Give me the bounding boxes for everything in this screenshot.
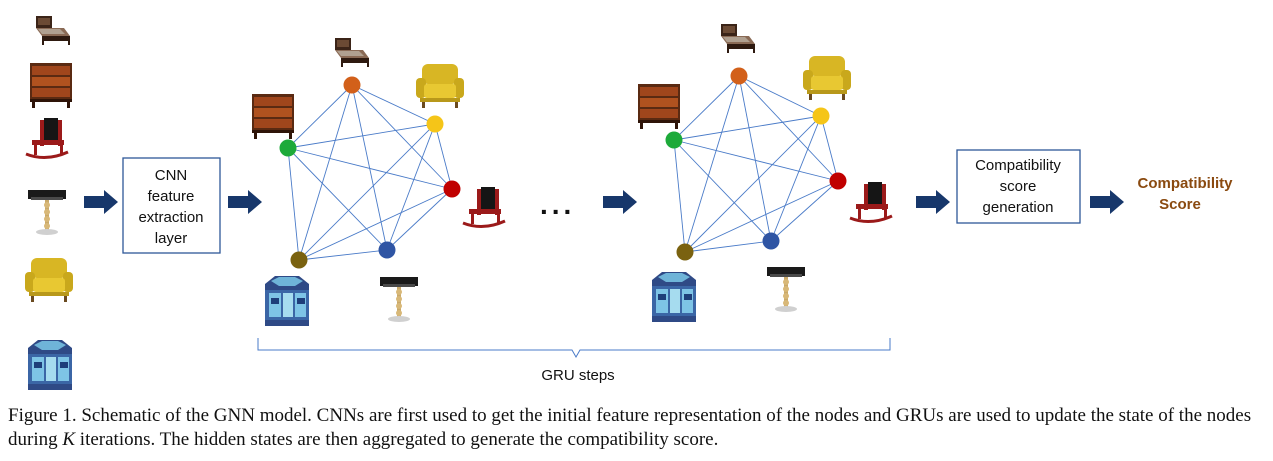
- graph2-edge: [820, 115, 839, 182]
- graph2-edge: [770, 180, 839, 242]
- graph1-edge: [351, 84, 436, 125]
- graph1-edge: [298, 123, 436, 261]
- graph1-edge: [434, 123, 453, 190]
- graph2-edge: [684, 180, 839, 253]
- graph1-edge: [351, 84, 453, 190]
- graph1-edge: [287, 147, 300, 261]
- graph2-node-yellow: [812, 107, 830, 125]
- bed-icon: [36, 16, 70, 45]
- arrow-to-generation: [916, 190, 950, 214]
- graph1-nodes: [279, 76, 461, 269]
- compatibility-score-line1: Compatibility: [1137, 175, 1233, 192]
- graph1-edge: [287, 147, 453, 190]
- figure-caption: Figure 1. Schematic of the GNN model. CN…: [8, 404, 1268, 452]
- graph1-edge: [287, 123, 436, 149]
- graph1-edge: [287, 84, 353, 149]
- graph-step-1: [279, 76, 461, 269]
- graph2-edge: [684, 75, 740, 253]
- generation-box-line1: Compatibility: [975, 157, 1061, 174]
- graph2-edge: [673, 75, 740, 141]
- graph1-edge: [351, 84, 388, 251]
- graph1-rocking-chair-icon: [461, 185, 507, 229]
- side-table-icon: [28, 340, 72, 390]
- graph2-rocking-chair-icon: [848, 180, 894, 224]
- arrow-to-score: [1090, 190, 1124, 214]
- graph2-node-olive: [676, 243, 694, 261]
- graph2-armchair-icon: [803, 56, 851, 100]
- graph-step-k: [665, 67, 847, 261]
- graph2-node-red: [829, 172, 847, 190]
- compatibility-score-line2: Score: [1159, 196, 1201, 213]
- gnn-schematic: CNN feature extraction layer ... Compati…: [24, 16, 1233, 390]
- caption-suffix: iterations. The hidden states are then a…: [75, 429, 719, 450]
- arrow-to-graph1: [228, 190, 262, 214]
- cnn-box-line4: layer: [155, 230, 188, 247]
- cnn-box: [122, 157, 221, 254]
- graph1-edge: [386, 123, 436, 251]
- generation-box-line3: generation: [983, 199, 1054, 216]
- graph2-edge: [770, 115, 822, 242]
- graph2-node-green: [665, 131, 683, 149]
- graph1-node-orange: [343, 76, 361, 94]
- graph2-node-orange: [730, 67, 748, 85]
- graph2-lamp-icon: [767, 267, 805, 312]
- graph1-edge: [298, 249, 388, 261]
- graph1-edges: [287, 84, 453, 261]
- graph1-lamp-icon: [380, 277, 418, 322]
- graph2-edge: [673, 139, 686, 253]
- graph2-edge: [738, 75, 772, 242]
- graph2-bed-icon: [721, 24, 755, 53]
- graph1-node-yellow: [426, 115, 444, 133]
- graph2-edge: [673, 115, 822, 141]
- graph2-dresser-icon: [638, 84, 680, 129]
- gru-steps-label: GRU steps: [541, 367, 614, 384]
- graph2-edge: [673, 139, 839, 182]
- graph2-edge: [738, 75, 822, 117]
- graph1-side-table-icon: [265, 276, 309, 326]
- graph1-node-blue: [378, 241, 396, 259]
- dresser-icon: [30, 63, 72, 108]
- graph1-edge: [287, 147, 388, 251]
- arrow-to-cnn: [84, 190, 118, 214]
- lamp-icon: [28, 190, 66, 235]
- graph1-dresser-icon: [252, 94, 294, 139]
- cnn-box-line2: feature: [148, 188, 195, 205]
- graph1-bed-icon: [335, 38, 369, 67]
- graph2-node-blue: [762, 232, 780, 250]
- rocking-chair-icon: [24, 116, 70, 160]
- caption-prefix: Figure 1. Schematic of the GNN model. CN…: [8, 405, 1252, 450]
- cnn-box-line1: CNN: [155, 167, 188, 184]
- graph2-edge: [684, 115, 822, 253]
- graph2-edge: [738, 75, 839, 182]
- graph2-side-table-icon: [652, 272, 696, 322]
- graph1-armchair-icon: [416, 64, 464, 108]
- graph2-nodes: [665, 67, 847, 261]
- armchair-icon: [25, 258, 73, 302]
- caption-variable: K: [62, 429, 76, 450]
- graph1-edge: [298, 84, 353, 261]
- score-generation-box: [956, 149, 1081, 224]
- graph2-edge: [684, 240, 772, 253]
- graph2-edges: [673, 75, 839, 253]
- ellipsis: ...: [540, 189, 575, 220]
- graph1-edge: [386, 188, 453, 251]
- arrow-to-graph2: [603, 190, 637, 214]
- graph1-edge: [298, 188, 453, 261]
- graph1-node-red: [443, 180, 461, 198]
- generation-box-line2: score: [1000, 178, 1037, 195]
- cnn-box-line3: extraction: [138, 209, 203, 226]
- graph1-node-green: [279, 139, 297, 157]
- graph1-node-olive: [290, 251, 308, 269]
- graph2-edge: [673, 139, 772, 242]
- gru-steps-brace: [257, 338, 891, 359]
